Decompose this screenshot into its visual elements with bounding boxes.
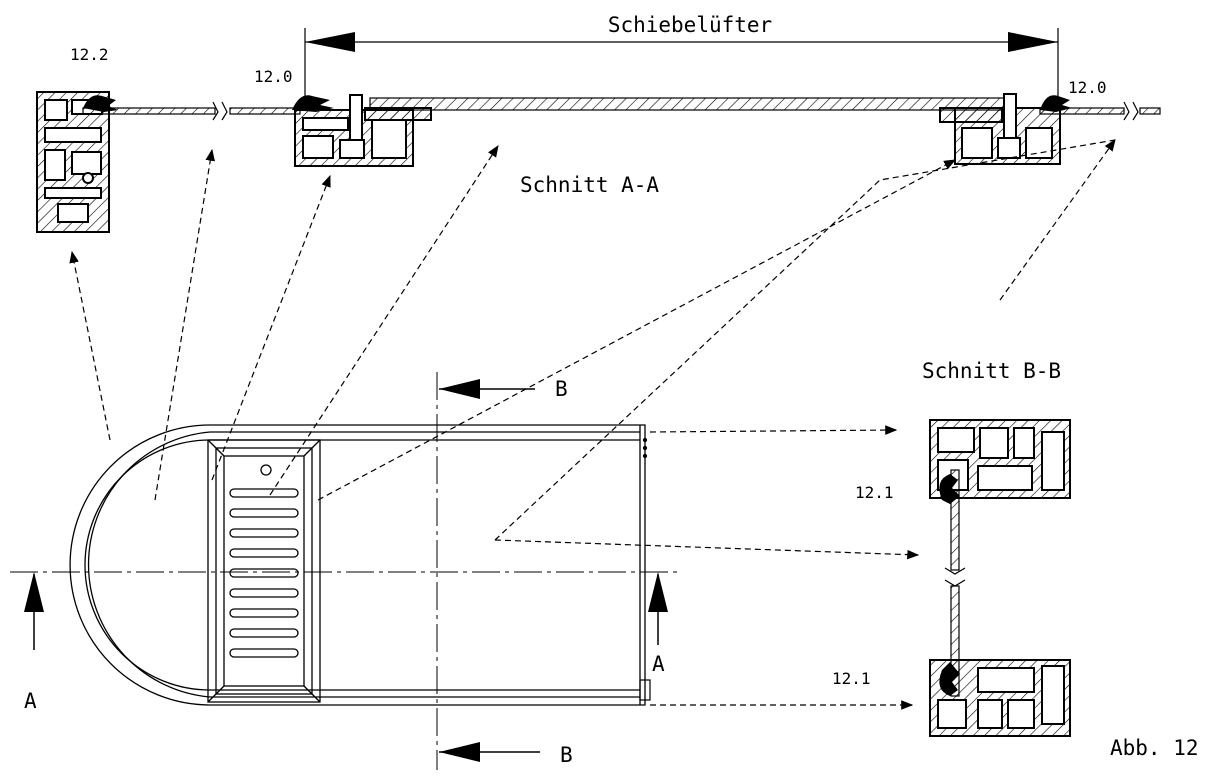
ref-12-0-right: 12.0 (1068, 78, 1107, 97)
latch-detail (639, 437, 651, 701)
section-bb-title: Schnitt B-B (922, 359, 1061, 383)
cut-arrow-a-right (648, 572, 668, 645)
glass-panel (369, 97, 1011, 111)
section-bb-top-profile (929, 419, 1071, 499)
glass-strip-left (82, 101, 301, 121)
glass-strip-right (1039, 101, 1161, 121)
center-lines (10, 372, 680, 770)
cut-label-b-bottom: B (560, 743, 573, 767)
figure-label: Abb. 12 (1110, 736, 1199, 760)
leader-arrows (69, 139, 1116, 710)
cut-label-b-top: B (555, 377, 568, 401)
ref-12-1-bottom: 12.1 (832, 669, 871, 688)
cut-arrow-b-top (439, 379, 535, 399)
cut-arrow-a-left (24, 572, 44, 650)
gasket-12-1-bottom (939, 662, 960, 696)
ref-12-1-top: 12.1 (855, 483, 894, 502)
ref-12-0-left: 12.0 (254, 67, 293, 86)
section-aa-title: Schnitt A-A (520, 173, 659, 197)
dimension-line (304, 28, 1059, 110)
ref-12-2: 12.2 (70, 45, 109, 64)
sash-profile-left (294, 94, 432, 167)
window-plan-outline (69, 424, 646, 706)
gasket-12-0-left (292, 95, 334, 112)
section-bb-bottom-profile (929, 659, 1071, 737)
sash-profile-right (939, 93, 1061, 165)
dimension-label: Schiebelüfter (608, 13, 772, 37)
cut-arrow-b-bottom (439, 742, 540, 762)
cut-label-a-left: A (24, 689, 37, 713)
section-bb-glass (944, 469, 966, 697)
vent-grille (207, 439, 321, 703)
cut-label-a-right: A (652, 652, 665, 676)
